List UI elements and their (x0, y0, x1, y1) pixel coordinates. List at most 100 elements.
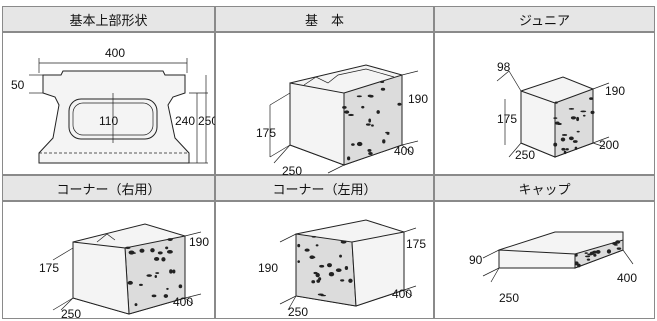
texture-speck (368, 152, 373, 155)
texture-speck (365, 123, 371, 126)
texture-speck (574, 146, 578, 150)
basic-block-drawing: 175 190 250 400 (256, 64, 428, 178)
texture-speck (340, 279, 345, 282)
dim-175: 175 (256, 126, 276, 140)
texture-speck (315, 272, 320, 278)
texture-speck (309, 255, 315, 260)
texture-speck (163, 294, 169, 298)
texture-speck (361, 105, 365, 109)
texture-speck (593, 253, 597, 257)
texture-speck (356, 95, 362, 98)
cell-cap: 90 250 400 (434, 201, 655, 319)
dim-250: 250 (288, 305, 308, 319)
dim-400: 400 (392, 287, 412, 301)
texture-speck (150, 248, 155, 253)
corner-left-block-drawing: 190 175 250 400 (258, 219, 426, 319)
texture-speck (585, 255, 591, 258)
dim-h2: 250 (198, 114, 218, 128)
header-junior: ジュニア (434, 6, 655, 32)
texture-speck (580, 110, 587, 113)
texture-speck (560, 137, 566, 142)
texture-speck (376, 110, 380, 114)
texture-speck (139, 283, 143, 286)
texture-speck (134, 303, 138, 307)
texture-speck (371, 124, 374, 127)
texture-speck (346, 156, 351, 161)
texture-speck (616, 247, 622, 250)
texture-speck (568, 108, 575, 110)
texture-speck (319, 264, 325, 268)
texture-speck (304, 248, 310, 252)
texture-speck (563, 150, 567, 155)
header-corner-right: コーナー（右用） (2, 175, 215, 201)
texture-speck (553, 117, 558, 119)
texture-speck (576, 116, 580, 122)
dim-190: 190 (408, 92, 428, 106)
texture-speck (165, 246, 169, 250)
texture-speck (397, 102, 402, 106)
texture-speck (327, 263, 332, 268)
texture-speck (339, 254, 342, 258)
texture-speck (151, 294, 157, 298)
cap-block-drawing: 90 250 400 (469, 231, 637, 305)
dim-90: 90 (469, 253, 483, 267)
texture-speck (139, 248, 145, 253)
texture-speck (166, 287, 169, 290)
header-base-shape: 基本上部形状 (2, 6, 215, 32)
texture-speck (155, 272, 160, 274)
texture-speck (582, 114, 586, 117)
dim-190: 190 (189, 235, 209, 249)
texture-speck (311, 280, 316, 284)
texture-speck (128, 250, 135, 255)
dim-400: 400 (617, 271, 637, 285)
dim-h1: 240 (175, 114, 195, 128)
texture-speck (574, 253, 578, 257)
texture-speck (178, 284, 183, 289)
dim-top: 400 (105, 46, 125, 60)
texture-speck (172, 269, 176, 274)
texture-speck (311, 235, 317, 238)
dim-190: 190 (258, 261, 278, 275)
texture-speck (572, 140, 578, 143)
cell-base-shape: 400 50 110 240 250 (2, 32, 218, 175)
texture-speck (328, 272, 335, 277)
texture-speck (562, 133, 568, 136)
texture-speck (576, 130, 580, 133)
dim-250: 250 (282, 164, 302, 178)
texture-speck (606, 249, 612, 254)
texture-speck (561, 147, 566, 151)
texture-speck (568, 136, 574, 141)
texture-speck (335, 268, 342, 272)
texture-speck (587, 253, 593, 256)
texture-speck (590, 110, 595, 115)
texture-speck (368, 118, 372, 123)
texture-speck (167, 238, 173, 241)
texture-speck (592, 250, 598, 254)
texture-speck (369, 94, 374, 98)
dim-inner: 110 (99, 114, 118, 128)
dim-98: 98 (497, 60, 511, 74)
dim-left: 50 (11, 78, 25, 92)
texture-speck (351, 143, 355, 146)
texture-speck (589, 97, 594, 100)
cell-corner-right: 175 190 250 400 (2, 201, 215, 321)
texture-speck (356, 141, 363, 147)
texture-speck (166, 249, 173, 254)
dim-400: 400 (173, 295, 193, 309)
header-corner-left: コーナー（左用） (215, 175, 434, 201)
texture-speck (382, 139, 386, 144)
texture-speck (316, 279, 321, 283)
texture-speck (613, 244, 618, 246)
texture-speck (315, 244, 319, 247)
dim-400: 400 (394, 144, 414, 158)
texture-speck (161, 257, 166, 262)
cell-basic: 175 190 250 400 (215, 32, 434, 178)
texture-speck (169, 269, 173, 274)
texture-speck (348, 278, 353, 283)
texture-speck (570, 116, 577, 120)
texture-speck (385, 131, 390, 134)
texture-speck (154, 274, 158, 278)
base-shape-drawing: 400 50 110 240 250 (11, 46, 218, 164)
header-cap: キャップ (434, 175, 655, 201)
